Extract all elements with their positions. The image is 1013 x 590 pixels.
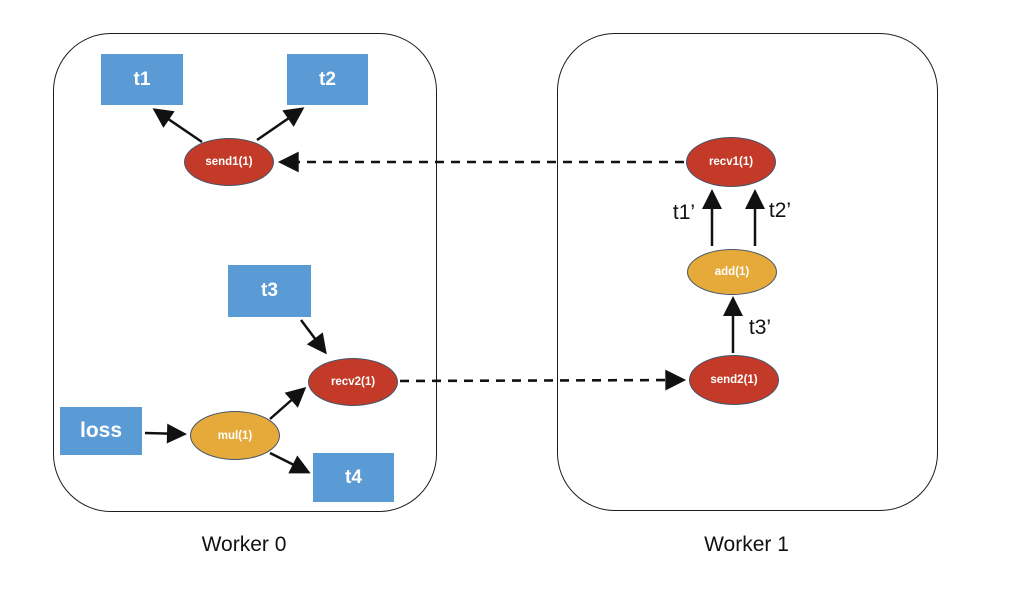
node-add: add(1)	[687, 249, 777, 295]
worker1-box	[557, 33, 938, 511]
node-t2: t2	[287, 54, 368, 105]
worker1-label: Worker 1	[704, 533, 789, 556]
node-send2: send2(1)	[689, 355, 779, 405]
edge-label-t2-prime: t2’	[768, 199, 792, 222]
node-recv2: recv2(1)	[308, 358, 398, 406]
node-mul: mul(1)	[190, 411, 280, 460]
node-t4: t4	[313, 453, 394, 502]
node-send1: send1(1)	[184, 138, 274, 186]
edge-label-t3-prime: t3’	[748, 316, 772, 339]
node-recv1: recv1(1)	[686, 137, 776, 187]
worker0-label: Worker 0	[201, 533, 287, 556]
edge-label-t1-prime: t1’	[672, 201, 696, 224]
node-t3: t3	[228, 265, 311, 317]
worker0-box	[53, 33, 437, 512]
node-loss: loss	[60, 407, 142, 455]
node-t1: t1	[101, 54, 183, 105]
